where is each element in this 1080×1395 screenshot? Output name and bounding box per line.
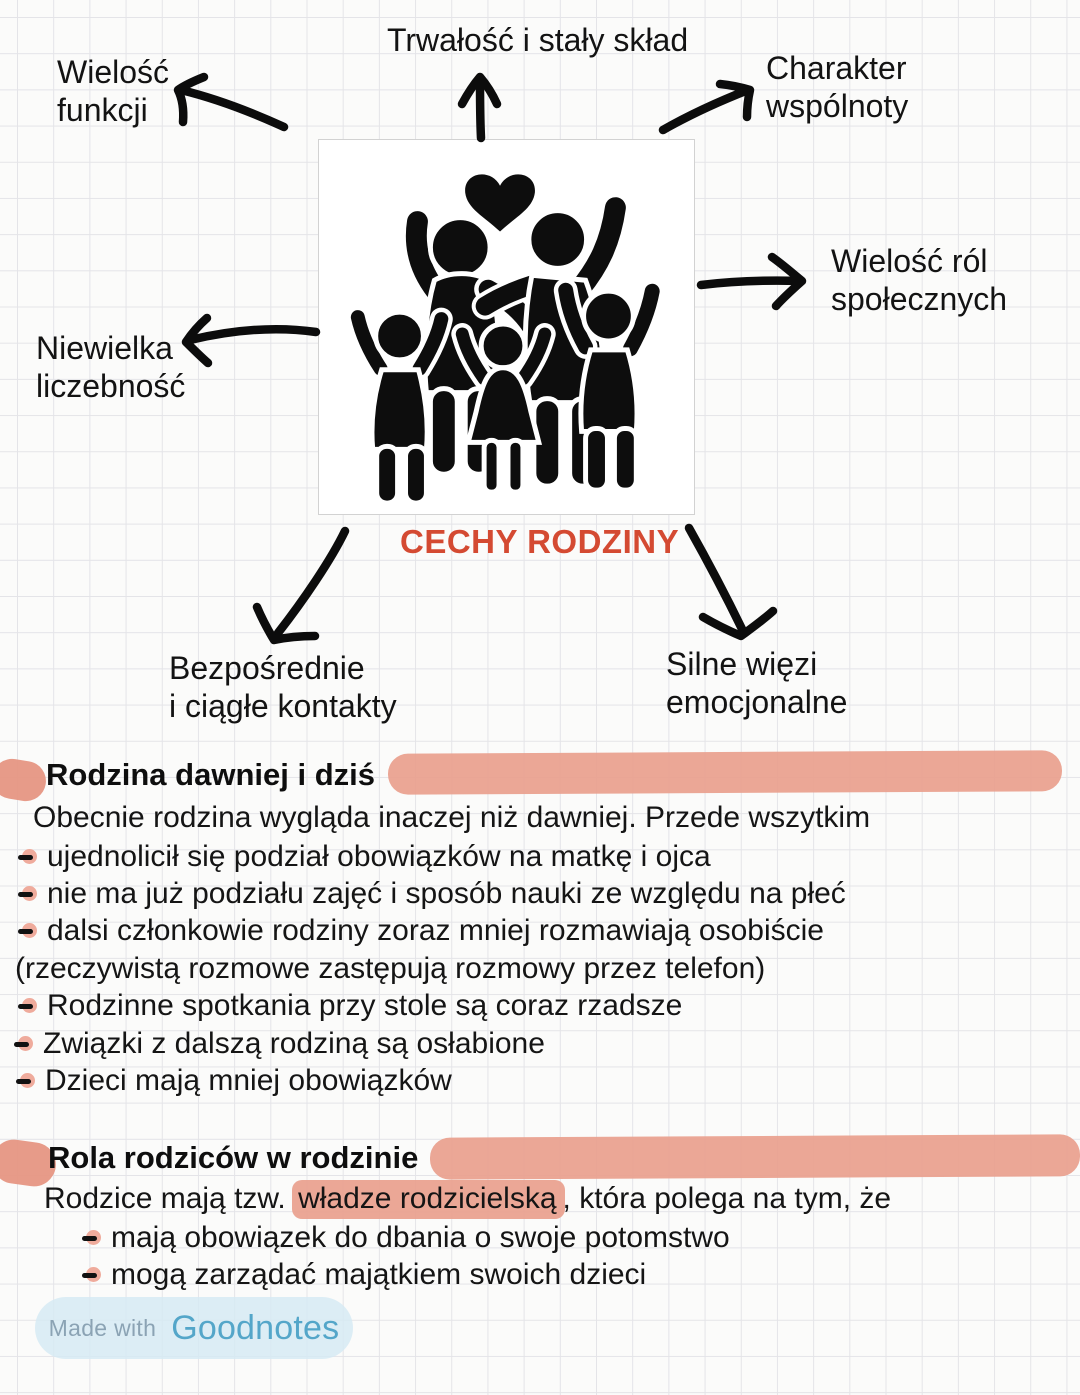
node-community-character: Charakter wspólnoty xyxy=(766,50,909,124)
heart-icon xyxy=(465,174,535,232)
arrow-to-social-roles xyxy=(696,276,805,290)
list-item-text: Rodzinne spotkania przy stole są coraz r… xyxy=(47,989,683,1023)
arrow-to-small-size xyxy=(185,324,321,345)
bullet-dot-icon xyxy=(18,997,38,1015)
highlighter-stroke xyxy=(387,750,1063,795)
bullet-dot-icon xyxy=(82,1266,102,1284)
list-item-text: mają obowiązek do dbania o swoje potomst… xyxy=(111,1220,730,1254)
section-title-role-of-parents: Rola rodziców w rodzinie xyxy=(48,1140,419,1175)
node-multiple-social-roles: Wielość ról społecznych xyxy=(831,243,1008,317)
family-image xyxy=(318,139,695,515)
node-small-size: Niewielka liczebność xyxy=(36,330,186,404)
list-item: Rodzinne spotkania przy stole są coraz r… xyxy=(18,988,846,1025)
mindmap-center-title: CECHY RODZINY xyxy=(400,523,680,560)
list-item-text: mogą zarządać majątkiem swoich dzieci xyxy=(111,1258,647,1292)
family-silhouettes-icon xyxy=(346,174,665,506)
made-with-label: Made with xyxy=(48,1314,157,1341)
arrow-to-direct-contacts xyxy=(273,526,350,638)
bullet-dot-icon xyxy=(18,885,38,903)
list-item: dalsi członkowie rodziny zoraz mniej roz… xyxy=(18,913,846,950)
goodnotes-badge: Made with Goodnotes xyxy=(35,1297,353,1359)
list-item-text: ujednolicił się podział obowiązków na ma… xyxy=(47,839,711,873)
section1-list: ujednolicił się podział obowiązków na ma… xyxy=(14,838,846,1100)
list-item: mają obowiązek do dbania o swoje potomst… xyxy=(82,1219,730,1256)
section-title-family-then-and-now: Rodzina dawniej i dziś xyxy=(46,757,375,792)
intro-text: , która polega na tym, że xyxy=(562,1182,892,1215)
arrow-to-strong-bonds xyxy=(684,523,747,634)
node-strong-bonds: Silne więzi emocjonalne xyxy=(666,646,848,720)
list-item: mogą zarządać majątkiem swoich dzieci xyxy=(82,1256,730,1293)
bullet-dot-icon xyxy=(18,848,38,866)
bullet-dot-icon xyxy=(16,1072,36,1090)
arrow-to-multiple-functions xyxy=(176,85,289,132)
list-item-text: (rzeczywistą rozmowe zastępują rozmowy p… xyxy=(15,951,766,985)
goodnotes-logo: Goodnotes xyxy=(171,1308,340,1347)
node-durability: Trwałość i stały skład xyxy=(387,22,689,58)
intro-text: Rodzice mają tzw. xyxy=(44,1182,295,1215)
list-item: Dzieci mają mniej obowiązków xyxy=(16,1062,846,1099)
list-item: Związki z dalszą rodziną są osłabione xyxy=(14,1025,846,1062)
list-item: (rzeczywistą rozmowe zastępują rozmowy p… xyxy=(15,950,846,987)
highlighter-stroke-start xyxy=(0,756,49,804)
bullet-dot-icon xyxy=(18,922,38,940)
bullet-dot-icon xyxy=(14,1035,34,1053)
highlighted-phrase: władze rodzicielską xyxy=(292,1180,565,1219)
section2-list: mają obowiązek do dbania o swoje potomst… xyxy=(82,1219,730,1294)
arrow-to-community-character xyxy=(658,85,753,135)
list-item-text: Dzieci mają mniej obowiązków xyxy=(45,1064,452,1098)
list-item-text: Związki z dalszą rodziną są osłabione xyxy=(43,1026,545,1060)
node-multiple-functions: Wielość funkcji xyxy=(57,54,170,128)
highlighter-stroke xyxy=(429,1134,1080,1180)
node-direct-contacts: Bezpośrednie i ciągłe kontakty xyxy=(169,650,397,724)
arrow-up-durability xyxy=(475,73,486,143)
section1-intro: Obecnie rodzina wygląda inaczej niż dawn… xyxy=(33,801,871,834)
section2-intro: Rodzice mają tzw. władze rodzicielską, k… xyxy=(44,1180,892,1219)
list-item-text: nie ma już podziału zajęć i sposób nauki… xyxy=(47,877,846,911)
list-item: nie ma już podziału zajęć i sposób nauki… xyxy=(18,875,846,912)
list-item-text: dalsi członkowie rodziny zoraz mniej roz… xyxy=(47,914,824,948)
list-item: ujednolicił się podział obowiązków na ma… xyxy=(18,838,846,875)
bullet-dot-icon xyxy=(82,1229,102,1247)
